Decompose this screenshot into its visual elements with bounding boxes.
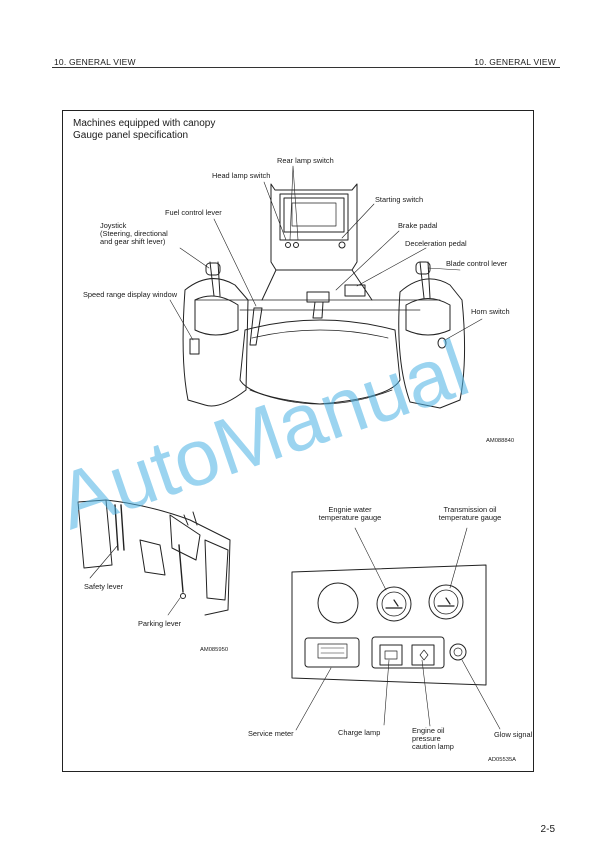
- label-deceleration-pedal: Deceleration pedal: [405, 239, 467, 248]
- label-rear-lamp-switch: Rear lamp switch: [277, 156, 334, 165]
- label-joystick-2: (Steering, directional: [100, 229, 168, 238]
- label-service-meter: Service meter: [248, 729, 294, 738]
- figure-code-left: AM085950: [200, 647, 229, 653]
- label-water-temp-2: temperature gauge: [318, 513, 382, 522]
- label-parking-lever: Parking lever: [138, 619, 182, 628]
- page-number: 2-5: [540, 824, 555, 835]
- label-safety-lever: Safety lever: [84, 582, 124, 591]
- label-charge-lamp: Charge lamp: [338, 728, 381, 737]
- header-rule: [52, 67, 560, 68]
- label-horn-switch: Horn switch: [471, 307, 510, 316]
- lever-illustration: [77, 499, 231, 616]
- label-glow-signal: Glow signal: [494, 730, 533, 739]
- label-engine-oil-2: pressure: [412, 734, 441, 743]
- label-brake-pedal: Brake padal: [398, 221, 438, 230]
- label-joystick-3: and gear shift lever): [100, 237, 166, 246]
- label-engine-oil-1: Engine oil: [412, 726, 445, 735]
- label-speed-range-window: Speed range display window: [83, 290, 178, 299]
- figure-code-gauge: AD05535A: [488, 757, 517, 763]
- figure-frame: [62, 110, 534, 772]
- label-engine-oil-3: caution lamp: [412, 742, 454, 751]
- label-trans-oil-2: temperature gauge: [438, 513, 502, 522]
- label-joystick-1: Joystick: [100, 221, 127, 230]
- header-right: 10. GENERAL VIEW: [474, 57, 556, 67]
- caption-line1: Machines equipped with canopy: [73, 118, 216, 129]
- label-starting-switch: Starting switch: [375, 195, 424, 204]
- watermark: AutoManual: [47, 323, 480, 546]
- caption-line2: Gauge panel specification: [73, 130, 189, 141]
- label-fuel-control-lever: Fuel control lever: [165, 208, 222, 217]
- label-blade-control-lever: Blade control lever: [446, 259, 508, 268]
- label-trans-oil-1: Transmission oil: [443, 505, 497, 514]
- gauge-panel-illustration: [291, 527, 501, 731]
- label-head-lamp-switch: Head lamp switch: [212, 171, 271, 180]
- header-left: 10. GENERAL VIEW: [54, 57, 136, 67]
- figure-code-top: AM088840: [486, 438, 515, 444]
- cab-illustration: [169, 165, 483, 409]
- label-water-temp-1: Engnie water: [328, 505, 372, 514]
- watermark-text: AutoManual: [47, 323, 480, 546]
